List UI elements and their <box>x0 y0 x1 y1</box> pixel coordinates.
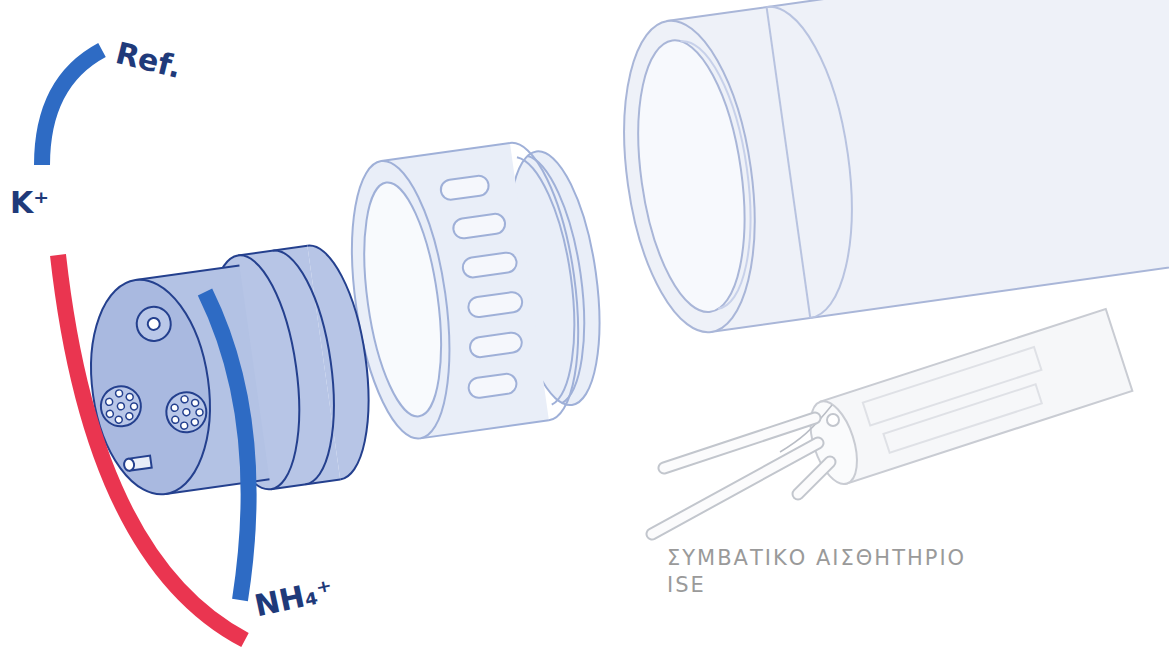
conventional-ise-sensor <box>652 309 1132 534</box>
reference-arc <box>42 50 102 165</box>
reference-arc <box>205 292 249 600</box>
electrode-label: K⁺ <box>10 188 49 218</box>
electrode-label: NH₄⁺ <box>252 576 336 622</box>
sensor-tube <box>606 0 1169 341</box>
ion-arc <box>58 255 245 640</box>
threaded-collar <box>337 134 616 445</box>
sensor-caption: ΣΥΜΒΑΤΙΚΟ ΑΙΣΘΗΤΗΡΙΟ ISE <box>667 545 967 600</box>
electrode-label: Ref. <box>113 38 185 83</box>
